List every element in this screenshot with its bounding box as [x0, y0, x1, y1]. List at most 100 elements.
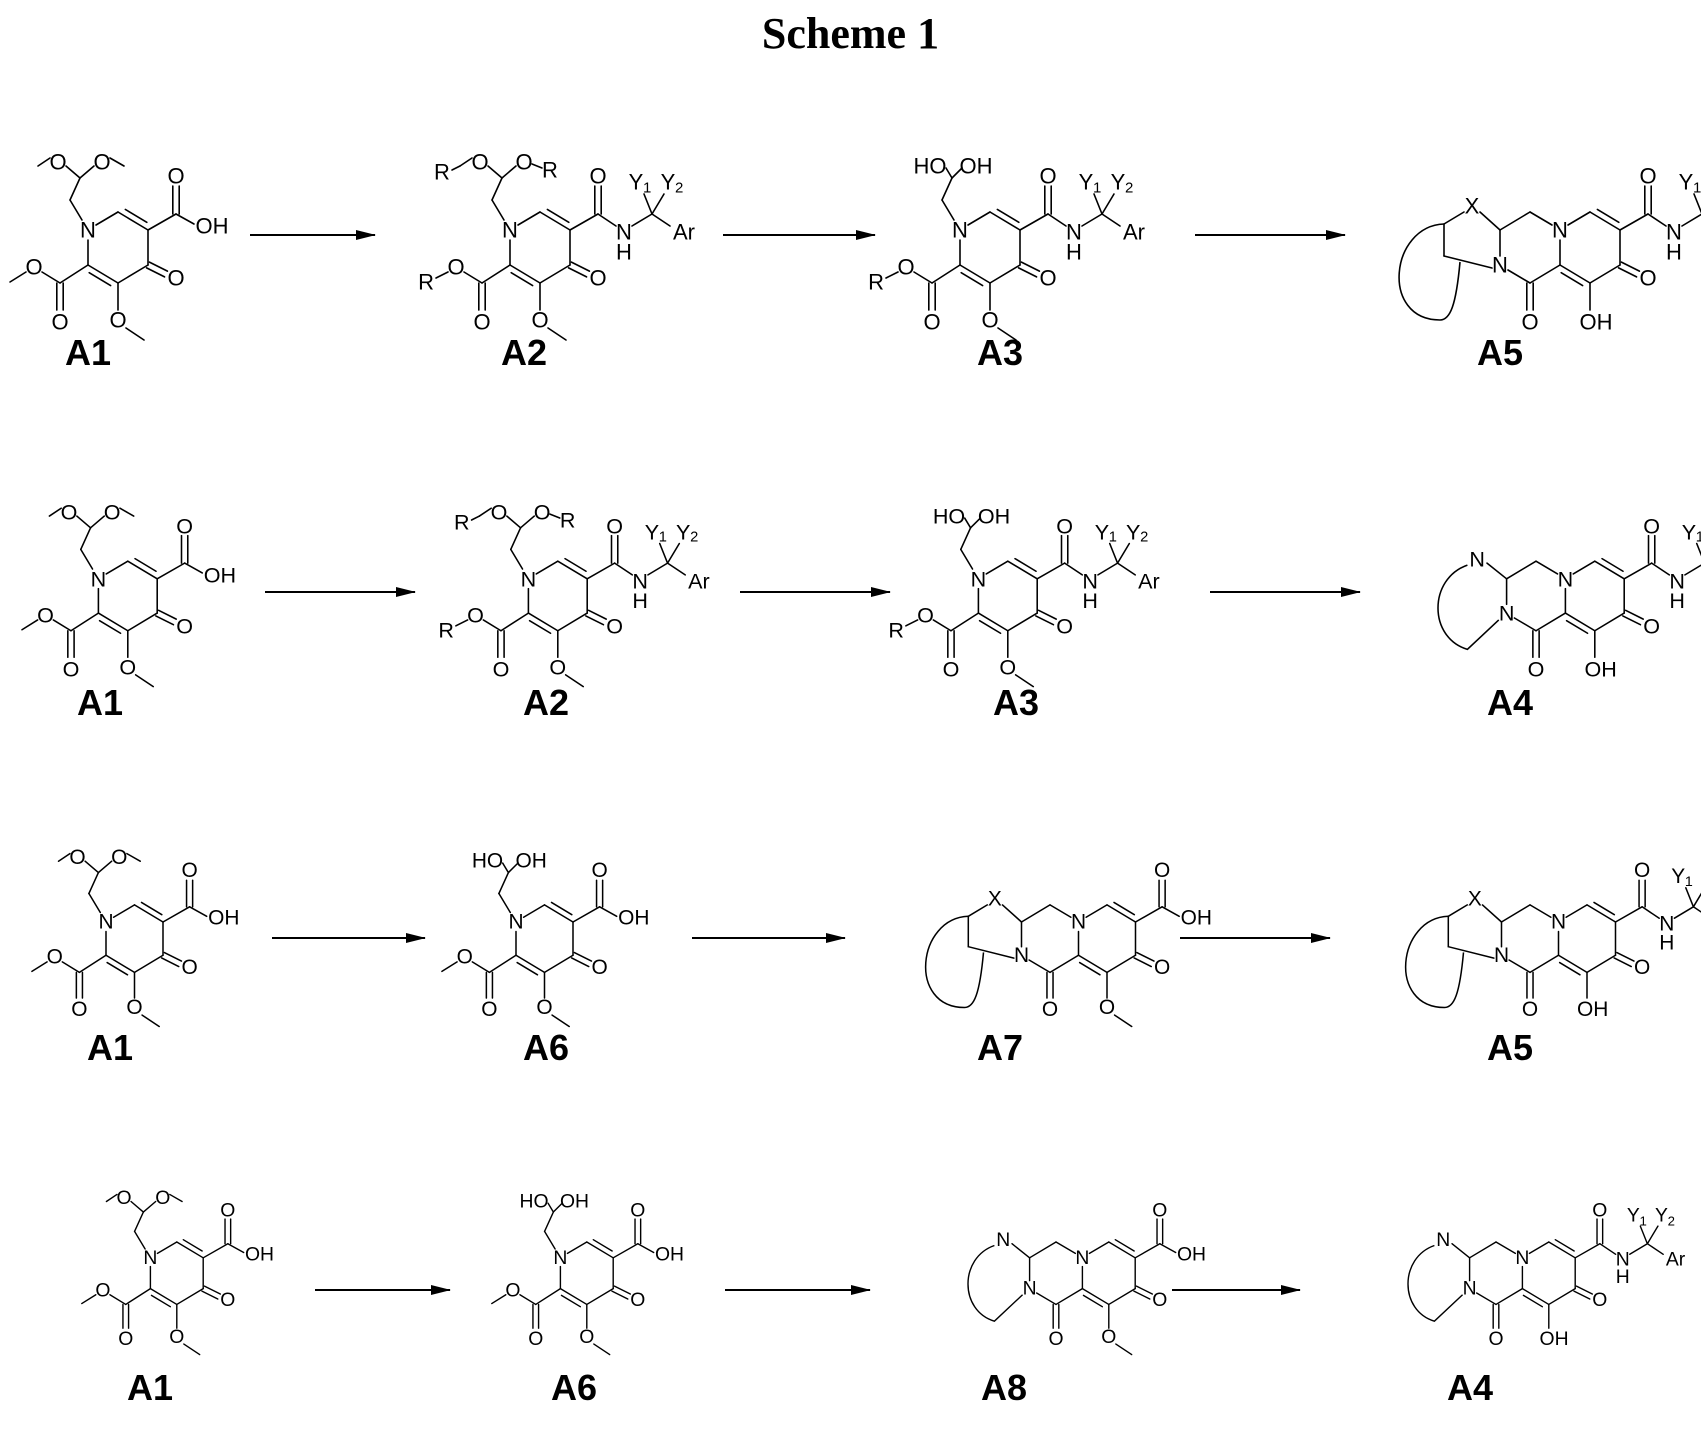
oxygen-label: O — [531, 308, 548, 333]
nitrogen-label: N — [952, 218, 968, 243]
amide-hydrogen-label: H — [1666, 240, 1682, 265]
hydroxyl-label: OH — [1540, 1328, 1569, 1350]
oxygen-label: O — [589, 266, 606, 291]
subscript: 1 — [1693, 180, 1701, 197]
amide-hydrogen-label: H — [1066, 240, 1082, 265]
oxygen-label: O — [491, 500, 508, 525]
oxygen-label: O — [536, 996, 552, 1019]
oxygen-label: O — [457, 946, 473, 969]
nitrogen-label: N — [508, 911, 523, 934]
nitrogen-label: N — [502, 218, 518, 243]
compound-label: A1 — [65, 335, 111, 371]
oxygen-label: O — [505, 1279, 520, 1301]
oxygen-label: O — [549, 655, 566, 680]
structure-a4: NOOHNONONHY1Y2Ar — [1438, 513, 1701, 681]
compound-label: A1 — [127, 1370, 173, 1406]
structure-a5: NOOHNOXONHY1Y2Ar — [1406, 859, 1701, 1021]
oxygen-label: O — [1152, 1289, 1167, 1311]
oxygen-label: O — [589, 164, 606, 189]
oxygen-label: O — [1643, 513, 1660, 538]
oxygen-label: O — [528, 1328, 543, 1350]
oxygen-label: O — [1152, 1199, 1167, 1221]
aryl-label: Ar — [673, 220, 695, 245]
subscript: 1 — [1696, 530, 1701, 546]
oxygen-label: O — [109, 308, 126, 333]
nitrogen-label: N — [1515, 1247, 1529, 1269]
oxygen-label: O — [1039, 164, 1056, 189]
y2-label: Y — [1655, 1205, 1668, 1227]
oxygen-label: O — [447, 255, 464, 280]
nitrogen-label: N — [1551, 911, 1566, 934]
oxygen-label: O — [1522, 998, 1538, 1021]
oxygen-label: O — [63, 656, 80, 681]
structure-a1: NOOOOOOOOH — [32, 846, 240, 1027]
compound-label: A2 — [523, 685, 569, 721]
oxygen-label: O — [126, 996, 142, 1019]
hydroxyl-label: HO — [933, 504, 965, 529]
structure-a3: NOOOORHOOHONHY1Y2Ar — [888, 504, 1159, 687]
oxygen-label: O — [1042, 998, 1058, 1021]
compound-label: A4 — [1487, 685, 1533, 721]
structure-a3: NOOOORHOOHONHY1Y2Ar — [868, 154, 1145, 341]
nitrogen-label: N — [1014, 944, 1029, 967]
amide-hydrogen-label: H — [1669, 588, 1685, 613]
oxygen-label: O — [1099, 996, 1115, 1019]
hydroxyl-label: OH — [978, 504, 1010, 529]
amide-hydrogen-label: H — [1616, 1266, 1630, 1288]
y1-label: Y — [1671, 865, 1685, 888]
oxygen-label: O — [1643, 613, 1660, 638]
oxygen-label: O — [515, 150, 532, 175]
hydroxyl-label: OH — [204, 562, 236, 587]
oxygen-label: O — [630, 1289, 645, 1311]
hydroxyl-label: OH — [208, 907, 239, 930]
ring-nitrogen-label: N — [1436, 1229, 1450, 1251]
ring-nitrogen-label: N — [1469, 547, 1485, 572]
oxygen-label: O — [534, 500, 551, 525]
oxygen-label: O — [1048, 1328, 1063, 1350]
oxygen-label: O — [181, 859, 197, 882]
hydroxyl-label: OH — [516, 850, 547, 873]
hydroxyl-label: OH — [1577, 998, 1608, 1021]
oxygen-label: O — [1056, 613, 1073, 638]
r-group-label: R — [434, 160, 450, 185]
oxygen-label: O — [1592, 1289, 1607, 1311]
oxygen-label: O — [606, 513, 623, 538]
oxygen-label: O — [169, 1326, 184, 1348]
compound-label: A5 — [1487, 1030, 1533, 1066]
y2-label: Y — [676, 519, 690, 544]
oxygen-label: O — [47, 946, 63, 969]
nitrogen-label: N — [1023, 1278, 1037, 1300]
nitrogen-label: N — [553, 1247, 567, 1269]
structure-a1: NOOOOOOOOH — [22, 500, 236, 687]
r-group-label: R — [542, 158, 558, 183]
structure-a7: NOONOXOOH — [926, 859, 1212, 1026]
nitrogen-label: N — [1494, 944, 1509, 967]
oxygen-label: O — [69, 846, 85, 869]
oxygen-label: O — [71, 998, 87, 1021]
oxygen-label: O — [111, 846, 127, 869]
oxygen-label: O — [1521, 310, 1538, 335]
hydroxyl-label: HO — [519, 1190, 548, 1212]
oxygen-label: O — [37, 603, 54, 628]
r-group-label: R — [418, 270, 434, 295]
x-label: X — [1465, 194, 1480, 219]
subscript: 2 — [690, 530, 698, 546]
oxygen-label: O — [93, 150, 110, 175]
nitrogen-label: N — [80, 218, 96, 243]
compound-label: A4 — [1447, 1370, 1493, 1406]
subscript: 1 — [659, 530, 667, 546]
oxygen-label: O — [1528, 656, 1545, 681]
subscript: 2 — [675, 180, 683, 197]
nitrogen-label: N — [143, 1247, 157, 1269]
compound-label: A3 — [993, 685, 1039, 721]
hydroxyl-label: OH — [1580, 310, 1613, 335]
oxygen-label: O — [1634, 956, 1650, 979]
oxygen-label: O — [923, 310, 940, 335]
subscript: 2 — [1668, 1213, 1675, 1228]
y1-label: Y — [1682, 519, 1696, 544]
subscript: 2 — [1125, 180, 1133, 197]
compound-label: A8 — [981, 1370, 1027, 1406]
compound-label: A1 — [87, 1030, 133, 1066]
oxygen-label: O — [1039, 266, 1056, 291]
nitrogen-label: N — [1552, 218, 1568, 243]
